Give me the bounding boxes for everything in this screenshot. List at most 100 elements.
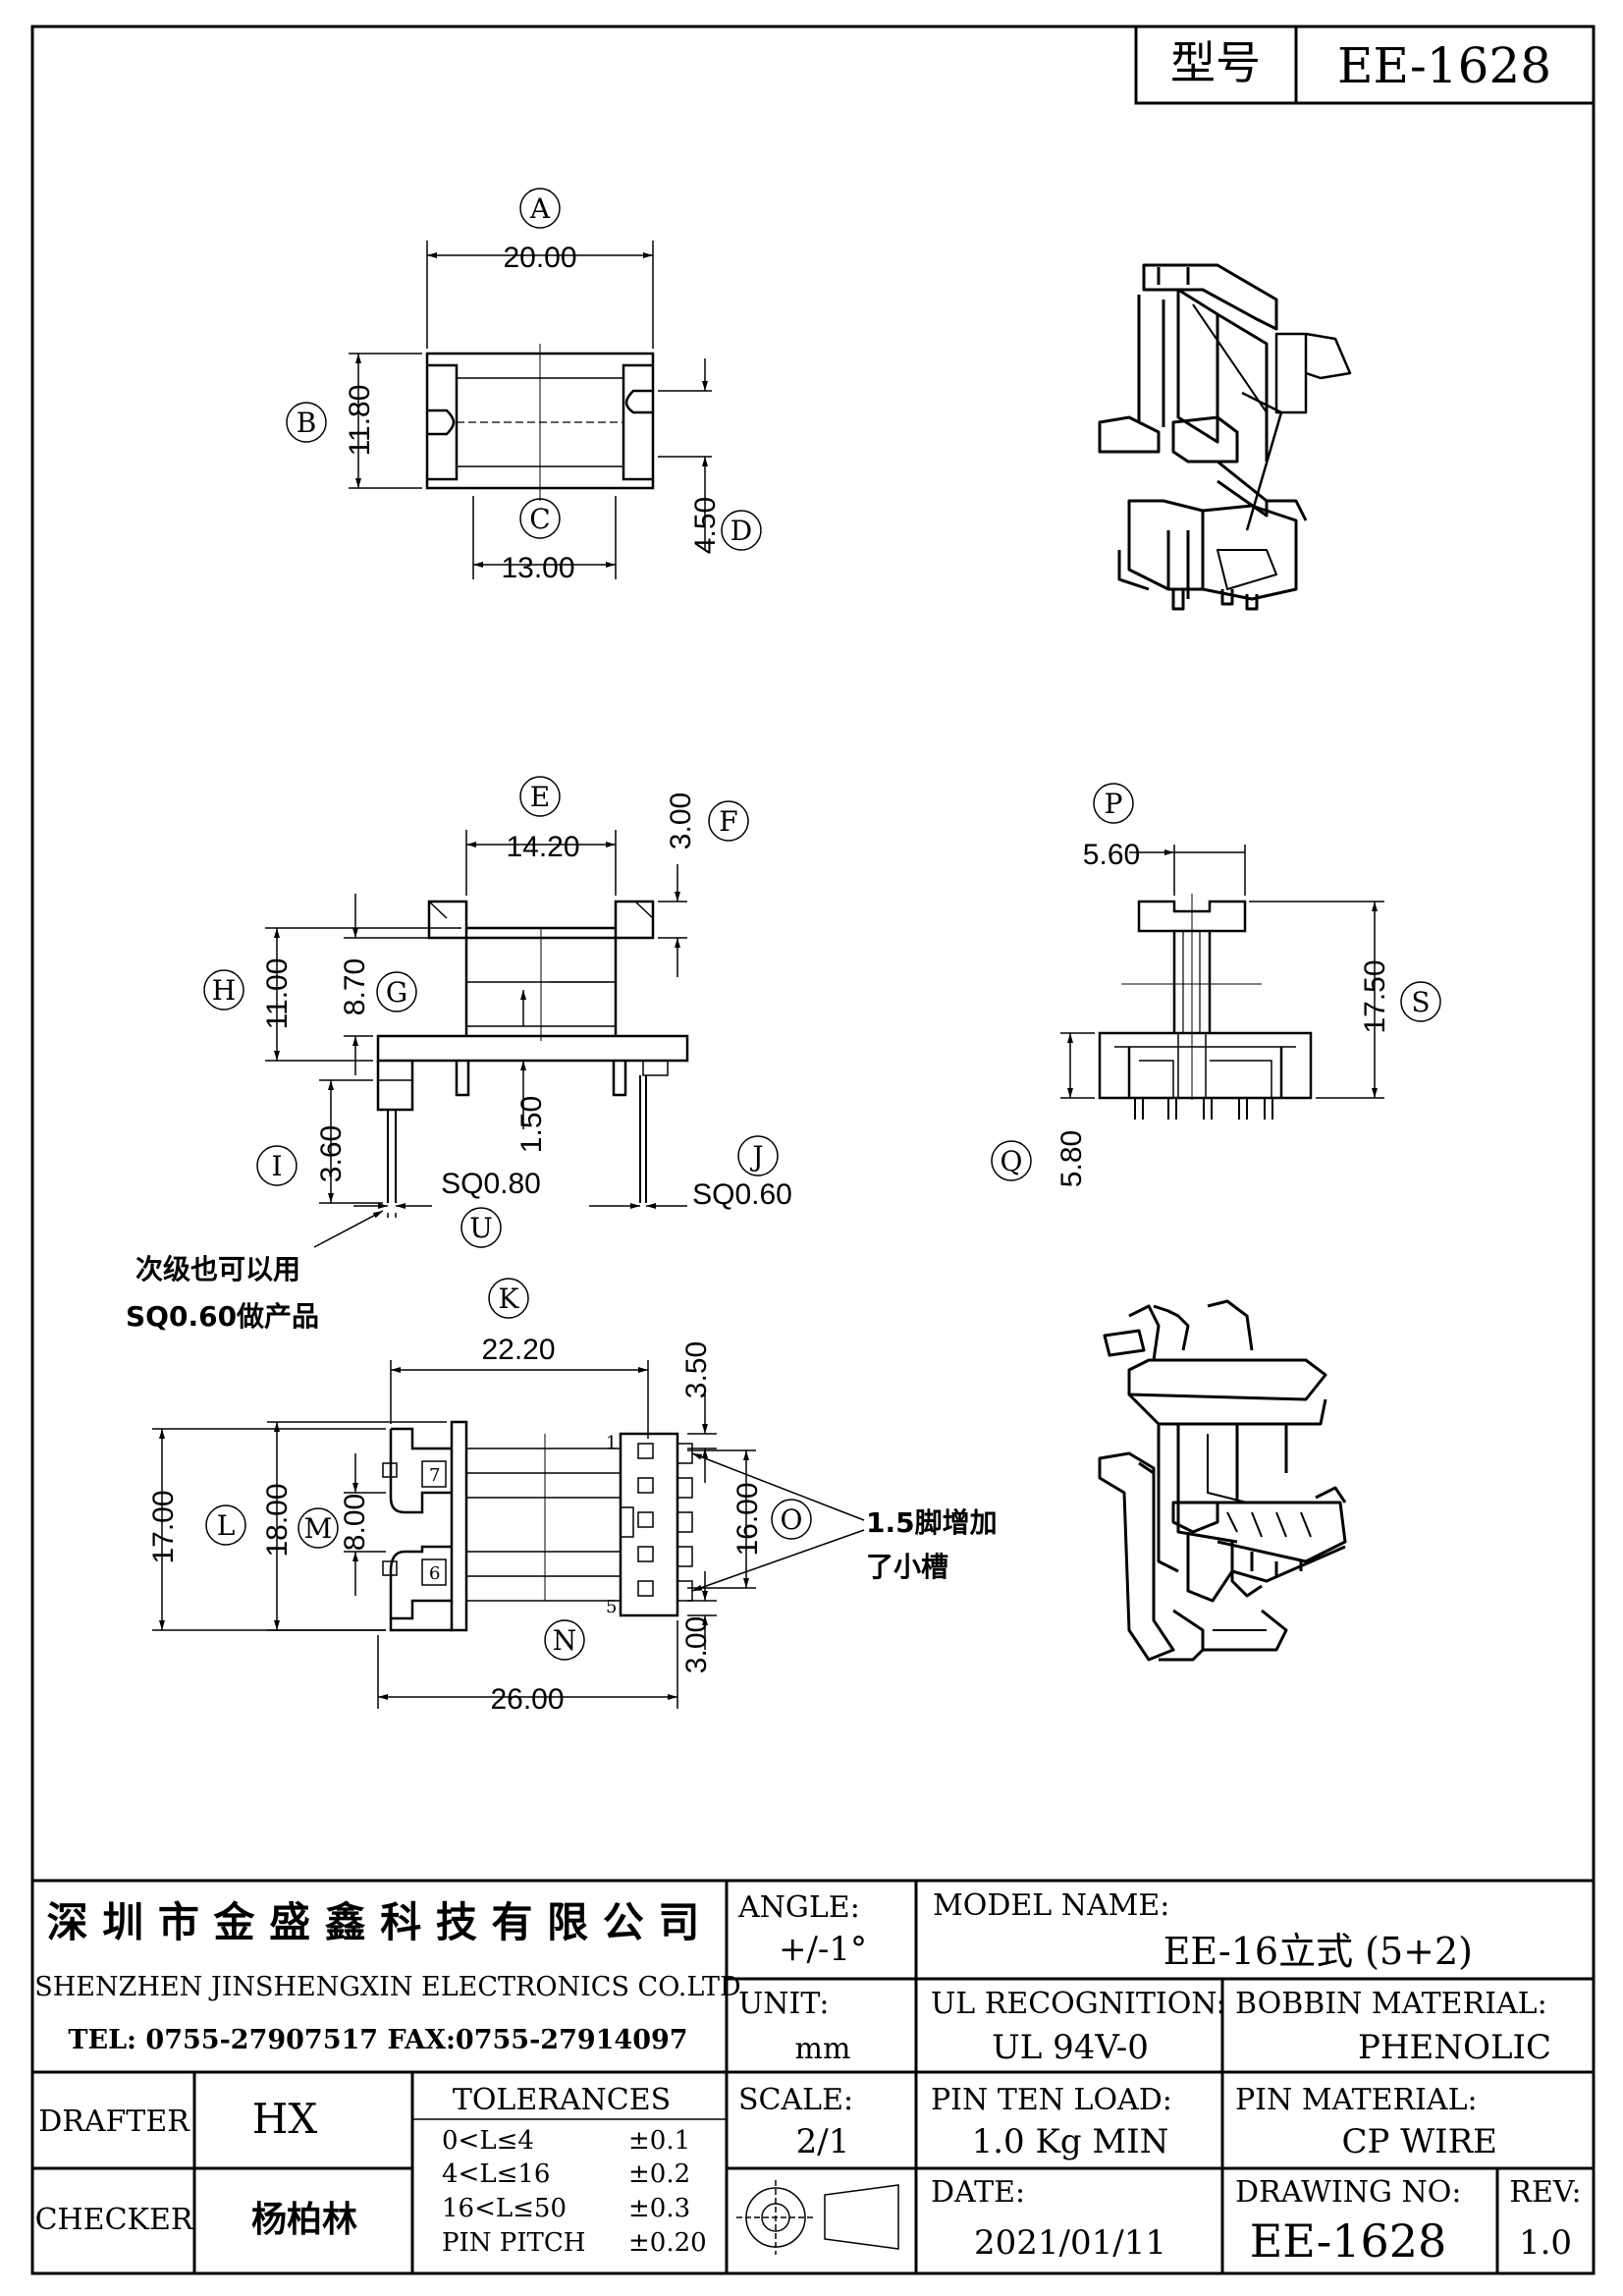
pin-5-label: 5: [606, 1597, 617, 1617]
front-view-dim-text: E 14.20 F 3.00 G 8.70 H 11.00 I 3.60 1.5…: [126, 776, 792, 1333]
model-name-label: MODEL NAME:: [933, 1888, 1169, 1923]
top-view: [425, 344, 655, 501]
sheet-border: [30, 25, 1596, 2275]
bottom-view-dim-text: K 22.20 3.50 L 17.00 18.00 M 8.00 16.00 …: [147, 1278, 998, 1716]
label-A: A: [529, 192, 551, 225]
dim-mid-value: 1.50: [515, 1096, 548, 1153]
dim-D-value: 4.50: [689, 497, 722, 554]
checker-label: CHECKER: [35, 2203, 194, 2237]
note-secondary-line1: 次级也可以用: [135, 1253, 300, 1285]
label-G: G: [386, 976, 407, 1009]
note-secondary-line2: SQ0.60做产品: [126, 1300, 319, 1333]
tolerance-range-3: 16<L≤50: [442, 2194, 567, 2223]
dim-I-value: 3.60: [315, 1125, 348, 1182]
label-U: U: [469, 1212, 493, 1244]
dim-B-value: 11.80: [344, 385, 376, 457]
tolerances-label: TOLERANCES: [453, 2083, 671, 2117]
label-L: L: [217, 1509, 236, 1542]
pin-7-label: 7: [429, 1465, 440, 1486]
tolerance-value-3: ±0.3: [628, 2194, 690, 2223]
label-S: S: [1411, 986, 1430, 1018]
date-label: DATE:: [931, 2175, 1025, 2210]
header-model-box: 型号 EE-1628: [1134, 25, 1596, 105]
checker-value: 杨柏林: [251, 2200, 357, 2240]
dim-M-value: 8.00: [339, 1494, 371, 1551]
label-F: F: [719, 805, 737, 838]
label-B: B: [297, 407, 317, 439]
dim-C-value: 13.00: [501, 552, 574, 584]
pin-material-value: CP WIRE: [1342, 2122, 1498, 2161]
pin-material-label: PIN MATERIAL:: [1235, 2083, 1478, 2117]
pin-6-label: 6: [429, 1563, 440, 1584]
dim-J-value: SQ0.60: [692, 1178, 792, 1211]
title-block-text: 深 圳 市 金 盛 鑫 科 技 有 限 公 司 SHENZHEN JINSHEN…: [34, 1888, 1581, 2268]
model-name-value: EE-16立式 (5+2): [1163, 1930, 1473, 1973]
side-view: [1098, 894, 1313, 1120]
angle-value: +/-1°: [779, 1930, 867, 1969]
tolerance-value-2: ±0.2: [628, 2159, 690, 2189]
drafter-label: DRAFTER: [38, 2105, 190, 2139]
label-I: I: [271, 1150, 282, 1182]
side-view-dim-text: P 5.60 S 17.50 Q 5.80: [991, 783, 1441, 1187]
label-C: C: [529, 503, 550, 535]
label-D: D: [730, 515, 752, 547]
label-H: H: [212, 974, 236, 1007]
tolerance-range-1: 0<L≤4: [442, 2126, 534, 2156]
front-view: [376, 900, 689, 1203]
ul-recognition-value: UL 94V-0: [992, 2028, 1149, 2067]
pin-load-value: 1.0 Kg MIN: [972, 2122, 1169, 2161]
scale-value: 2/1: [796, 2122, 850, 2161]
label-O: O: [781, 1503, 803, 1536]
projection-symbol-icon: [736, 2180, 899, 2255]
label-J: J: [749, 1140, 763, 1173]
dim-top35-value: 3.50: [680, 1341, 713, 1398]
title-block: [32, 1879, 1594, 2273]
dim-U-value: SQ0.80: [441, 1168, 541, 1200]
isometric-view-top: [1098, 263, 1352, 611]
unit-value: mm: [795, 2032, 851, 2066]
bottom-view-dims: [152, 1360, 865, 1709]
pin-load-label: PIN TEN LOAD:: [931, 2083, 1172, 2117]
dim-S-value: 17.50: [1359, 959, 1391, 1033]
bottom-view: [382, 1420, 693, 1632]
tolerance-value-1: ±0.1: [628, 2126, 690, 2156]
dim-M18-value: 18.00: [261, 1483, 294, 1557]
tolerance-value-4: ±0.20: [628, 2228, 707, 2258]
label-K: K: [499, 1283, 520, 1315]
unit-label: UNIT:: [738, 1987, 829, 2021]
dim-O-value: 16.00: [731, 1482, 764, 1556]
note-pin-slot-line2: 了小槽: [866, 1551, 948, 1583]
side-view-dims: [1060, 845, 1384, 1099]
drafter-value: HX: [252, 2095, 318, 2143]
dim-F-value: 3.00: [665, 793, 697, 849]
dim-G-value: 8.70: [339, 958, 371, 1015]
rev-label: REV:: [1509, 2175, 1581, 2210]
dim-E-value: 14.20: [506, 831, 579, 863]
dim-bot30-value: 3.00: [680, 1616, 713, 1673]
ul-recognition-label: UL RECOGNITION:: [931, 1987, 1226, 2021]
dim-A-value: 20.00: [503, 242, 576, 274]
label-N: N: [553, 1624, 577, 1657]
tolerance-range-2: 4<L≤16: [442, 2159, 550, 2189]
company-name-en: SHENZHEN JINSHENGXIN ELECTRONICS CO.LTD: [34, 1972, 740, 2002]
model-value: EE-1628: [1337, 37, 1551, 94]
model-label: 型号: [1170, 36, 1261, 89]
dim-H-value: 11.00: [261, 958, 294, 1030]
isometric-view-bottom: [1098, 1299, 1347, 1662]
dim-L-value: 17.00: [147, 1490, 180, 1563]
date-value: 2021/01/11: [974, 2223, 1166, 2263]
dim-Q-value: 5.80: [1055, 1130, 1088, 1187]
company-contact: TEL: 0755-27907517 FAX:0755-27914097: [68, 2025, 687, 2055]
bobbin-material-label: BOBBIN MATERIAL:: [1235, 1987, 1547, 2021]
front-view-dims: [265, 830, 687, 1248]
rev-value: 1.0: [1519, 2223, 1572, 2263]
label-Q: Q: [1001, 1145, 1023, 1177]
dim-P-value: 5.60: [1083, 839, 1140, 871]
dim-K-value: 22.20: [481, 1334, 555, 1366]
top-view-dim-text: A 20.00 B 11.80 C 13.00 D 4.50: [286, 188, 762, 584]
bobbin-material-value: PHENOLIC: [1358, 2028, 1551, 2067]
pin-1-label: 1: [606, 1433, 617, 1453]
company-name-cn: 深 圳 市 金 盛 鑫 科 技 有 限 公 司: [47, 1898, 700, 1946]
angle-label: ANGLE:: [737, 1890, 860, 1925]
